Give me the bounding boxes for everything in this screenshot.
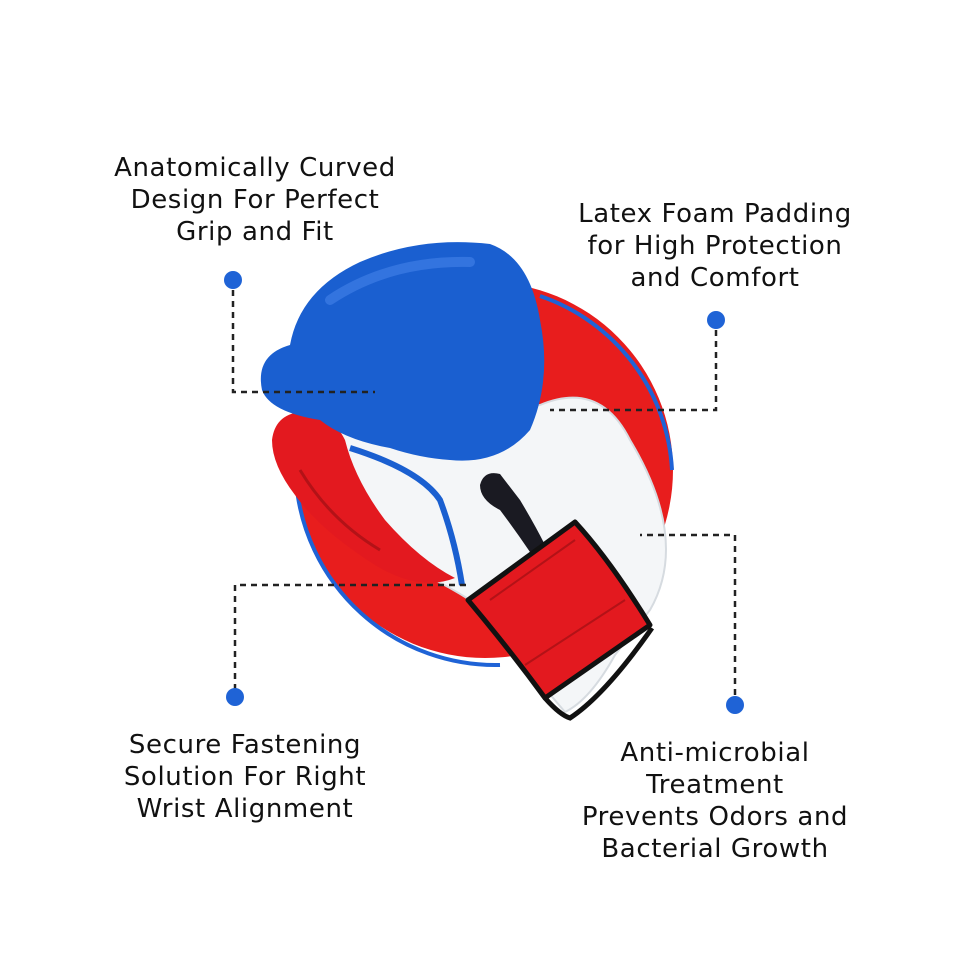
glove-thumb [272,411,455,583]
callout-line: for High Protection [587,231,843,261]
callout-secure-fastening: Secure Fastening Solution For Right Wris… [50,729,440,825]
anchor-dot-bottom-left [226,688,244,706]
lace-opening [480,473,545,552]
leader-line-top-left [231,290,375,394]
callout-line: Prevents Odors and [581,802,849,832]
anchor-dot-bottom-right [726,696,744,714]
knuckle-highlight [325,256,475,305]
callout-anti-microbial: Anti-microbial Treatment Prevents Odors … [520,737,910,865]
thumb-shadow [298,469,381,552]
leader-line-top-right [550,330,718,412]
leader-line-bottom-left [233,583,470,690]
callout-line: Secure Fastening [128,730,362,760]
callout-latex-foam: Latex Foam Padding for High Protection a… [520,198,910,294]
boxing-glove-icon [260,242,667,721]
callout-line: Treatment [646,770,784,800]
anchor-dot-top-left [224,271,242,289]
callout-line: Anatomically Curved [114,153,396,183]
callout-line: Latex Foam Padding [578,199,852,229]
callout-line: Design For Perfect [130,185,380,215]
leader-line-bottom-right [640,533,737,695]
callout-line: Grip and Fit [176,217,334,247]
callout-line: Bacterial Growth [601,834,829,864]
cuff-edge [543,626,655,721]
callout-line: Wrist Alignment [136,794,354,824]
blue-accent-arc-right [539,294,674,471]
anchor-dot-top-right [707,311,725,329]
leader-lines [231,290,737,695]
callout-line: and Comfort [630,263,800,293]
callout-curved-design: Anatomically Curved Design For Perfect G… [60,152,450,248]
callout-line: Solution For Right [123,762,367,792]
callout-line: Anti-microbial [620,738,810,768]
wrist-strap [465,519,653,701]
palm-blue-trim [349,445,465,586]
strap-stitching [489,539,626,666]
blue-accent-arc-left [294,479,501,668]
